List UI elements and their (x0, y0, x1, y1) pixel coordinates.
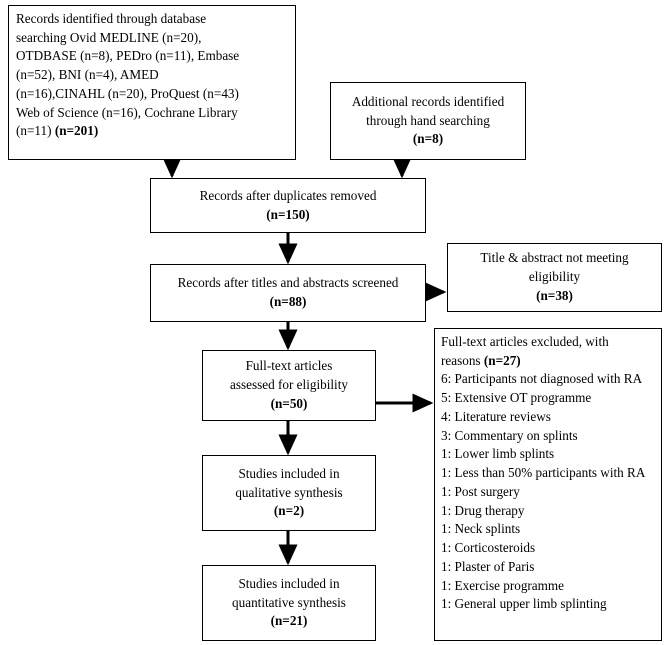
database-search-line-4: (n=52), BNI (n=4), AMED (16, 67, 159, 83)
hand-search-line-1: Additional records identified (351, 93, 505, 109)
database-search-line-1: Records identified through database (16, 11, 207, 26)
database-search-line-7: (n=11) (16, 123, 55, 139)
full-text-assessed-count: (n=50) (270, 395, 308, 411)
full-text-excluded-heading-line-2: reasons (441, 352, 484, 368)
exclusion-reason-8: 1: Drug therapy (441, 502, 525, 518)
exclusion-reason-9: 1: Neck splints (441, 521, 521, 537)
full-text-excluded-count: (n=27) (483, 352, 521, 368)
box-records-after-titles-abstracts-screened: Records after titles and abstracts scree… (150, 264, 426, 322)
exclusion-reason-11: 1: Plaster of Paris (441, 558, 535, 574)
box-full-text-assessed-for-eligibility: Full-text articles assessed for eligibil… (202, 350, 376, 421)
exclusion-reason-3: 4: Literature reviews (441, 408, 551, 424)
box-title-abstract-not-meeting-eligibility: Title & abstract not meeting eligibility… (447, 243, 662, 312)
title-abstract-excluded-line-2: eligibility (528, 269, 581, 285)
quantitative-line-2: quantitative synthesis (232, 594, 346, 610)
qualitative-line-2: qualitative synthesis (235, 484, 343, 500)
exclusion-reason-13: 1: General upper limb splinting (441, 596, 607, 612)
qualitative-count: (n=2) (273, 503, 305, 519)
exclusion-reason-5: 1: Lower limb splints (441, 446, 555, 462)
box-records-after-duplicates-removed: Records after duplicates removed (n=150) (150, 178, 426, 233)
full-text-assessed-line-1: Full-text articles (245, 358, 333, 374)
exclusion-reason-10: 1: Corticosteroids (441, 540, 536, 556)
exclusion-reason-4: 3: Commentary on splints (441, 427, 578, 443)
database-search-line-3: OTDBASE (n=8), PEDro (n=11), Embase (16, 48, 240, 64)
full-text-excluded-heading-line-1: Full-text articles excluded, with (441, 334, 609, 349)
quantitative-line-1: Studies included in (238, 575, 340, 591)
title-abstract-excluded-line-1: Title & abstract not meeting (480, 250, 629, 266)
database-search-total: (n=201) (54, 123, 99, 139)
box-studies-quantitative-synthesis: Studies included in quantitative synthes… (202, 565, 376, 641)
full-text-assessed-line-2: assessed for eligibility (230, 377, 348, 393)
box-additional-records-hand-searching: Additional records identified through ha… (330, 82, 526, 160)
exclusion-reason-7: 1: Post surgery (441, 483, 520, 499)
qualitative-line-1: Studies included in (238, 465, 340, 481)
screened-line-1: Records after titles and abstracts scree… (177, 275, 399, 291)
duplicates-removed-count: (n=150) (266, 206, 310, 222)
exclusion-reason-12: 1: Exercise programme (441, 577, 565, 593)
database-search-line-6: Web of Science (n=16), Cochrane Library (16, 104, 238, 120)
hand-search-count: (n=8) (412, 131, 444, 147)
screened-count: (n=88) (269, 294, 307, 309)
box-studies-qualitative-synthesis: Studies included in qualitative synthesi… (202, 455, 376, 531)
title-abstract-excluded-count: (n=38) (536, 287, 573, 303)
quantitative-count: (n=21) (270, 613, 308, 629)
exclusion-reason-1: 6: Participants not diagnosed with RA (441, 371, 643, 387)
duplicates-removed-line-1: Records after duplicates removed (199, 187, 377, 203)
exclusion-reason-2: 5: Extensive OT programme (441, 390, 592, 406)
database-search-line-5: (n=16),CINAHL (n=20), ProQuest (n=43) (16, 85, 239, 101)
database-search-line-2: searching Ovid MEDLINE (n=20), (16, 29, 202, 45)
box-records-identified-database: Records identified through database sear… (8, 5, 296, 160)
exclusion-reason-6: 1: Less than 50% participants with RA (441, 465, 646, 481)
hand-search-line-2: through hand searching (366, 112, 490, 128)
box-full-text-articles-excluded-with-reasons: Full-text articles excluded, with reason… (434, 328, 662, 641)
